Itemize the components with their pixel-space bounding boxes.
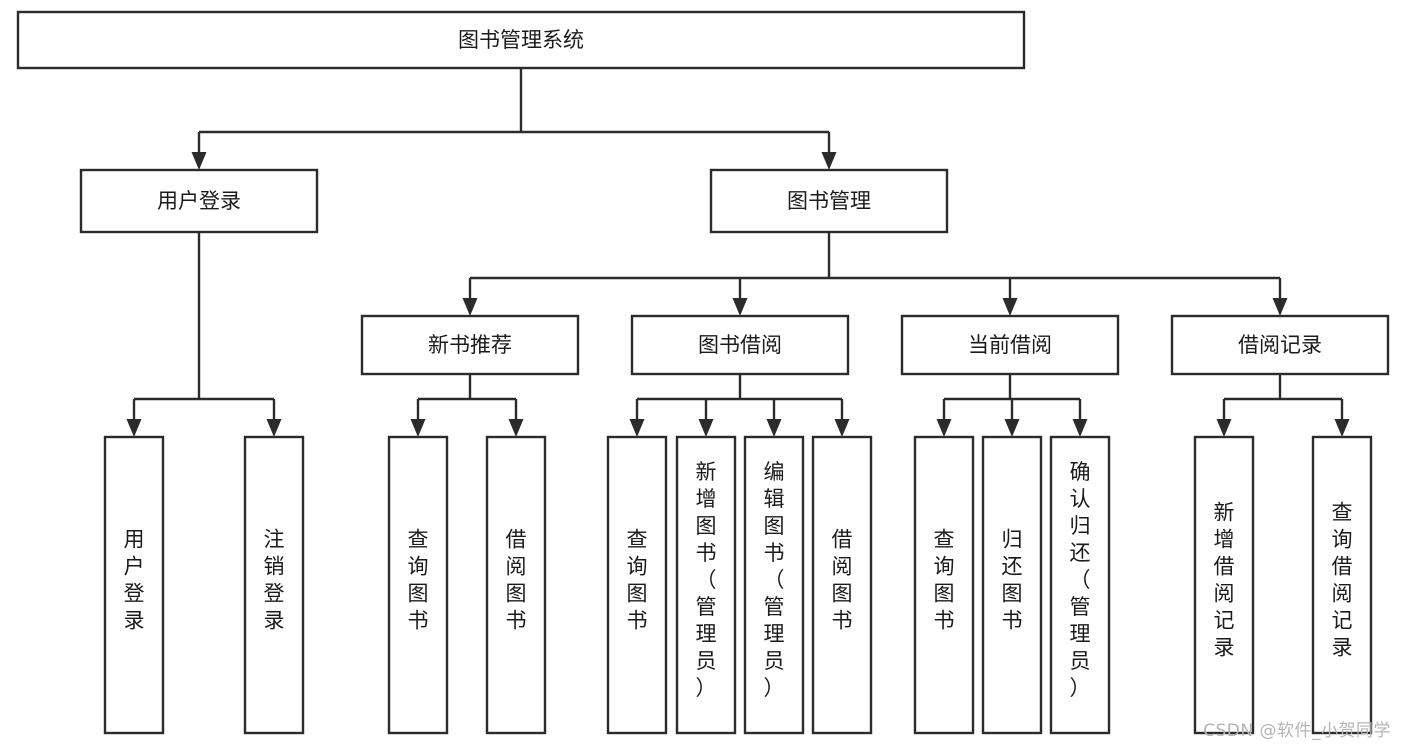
node-leaf-add-record[interactable]: 新增借阅记录 — [1193, 435, 1255, 735]
node-box-current-borrow — [900, 314, 1120, 376]
node-box-root — [16, 10, 1026, 70]
node-label-leaf-add-book: 新增图书（管理员） — [696, 460, 717, 700]
node-label-leaf-query-book-2: 查询图书 — [627, 528, 648, 633]
node-label-current-borrow: 当前借阅 — [968, 333, 1052, 357]
edge-layer — [126, 68, 1350, 437]
node-leaf-query-book-1[interactable]: 查询图书 — [387, 435, 449, 735]
node-box-leaf-query-book-3 — [913, 435, 975, 735]
node-leaf-edit-book[interactable]: 编辑图书（管理员） — [743, 435, 805, 735]
node-label-leaf-query-record: 查询借阅记录 — [1332, 501, 1353, 660]
node-book-manage[interactable]: 图书管理 — [709, 168, 949, 234]
node-label-new-book-recommend: 新书推荐 — [428, 333, 512, 357]
watermark-text: CSDN @软件_小贺同学 — [1203, 721, 1391, 741]
node-leaf-return-book[interactable]: 归还图书 — [981, 435, 1043, 735]
node-box-book-manage — [709, 168, 949, 234]
node-current-borrow[interactable]: 当前借阅 — [900, 314, 1120, 376]
node-box-leaf-add-book — [675, 435, 737, 735]
node-book-borrow[interactable]: 图书借阅 — [630, 314, 850, 376]
node-box-leaf-borrow-book-1 — [485, 435, 547, 735]
node-label-leaf-return-book: 归还图书 — [1002, 528, 1023, 633]
node-box-leaf-query-book-2 — [606, 435, 668, 735]
node-root[interactable]: 图书管理系统 — [16, 10, 1026, 70]
node-label-leaf-borrow-book-1: 借阅图书 — [506, 528, 527, 633]
node-box-leaf-query-book-1 — [387, 435, 449, 735]
node-box-borrow-record — [1170, 314, 1390, 376]
node-leaf-confirm-return[interactable]: 确认归还（管理员） — [1049, 435, 1111, 735]
node-box-leaf-confirm-return — [1049, 435, 1111, 735]
node-leaf-borrow-book-1[interactable]: 借阅图书 — [485, 435, 547, 735]
node-label-leaf-user-login: 用户登录 — [124, 528, 145, 633]
node-label-leaf-query-book-1: 查询图书 — [408, 528, 429, 633]
node-new-book-recommend[interactable]: 新书推荐 — [360, 314, 580, 376]
node-leaf-query-record[interactable]: 查询借阅记录 — [1311, 435, 1373, 735]
node-label-book-borrow: 图书借阅 — [698, 333, 782, 357]
node-box-book-borrow — [630, 314, 850, 376]
node-box-leaf-edit-book — [743, 435, 805, 735]
node-label-leaf-confirm-return: 确认归还（管理员） — [1070, 460, 1091, 700]
node-label-user-login: 用户登录 — [157, 189, 241, 213]
node-box-leaf-user-login — [103, 435, 165, 735]
node-leaf-borrow-book-2[interactable]: 借阅图书 — [811, 435, 873, 735]
node-box-new-book-recommend — [360, 314, 580, 376]
node-box-leaf-logout — [243, 435, 305, 735]
node-user-login[interactable]: 用户登录 — [79, 168, 319, 234]
node-leaf-query-book-3[interactable]: 查询图书 — [913, 435, 975, 735]
node-label-book-manage: 图书管理 — [787, 189, 871, 213]
node-box-leaf-query-record — [1311, 435, 1373, 735]
node-label-leaf-edit-book: 编辑图书（管理员） — [764, 460, 785, 700]
node-label-root: 图书管理系统 — [458, 28, 584, 52]
node-box-user-login — [79, 168, 319, 234]
node-box-leaf-return-book — [981, 435, 1043, 735]
node-leaf-add-book[interactable]: 新增图书（管理员） — [675, 435, 737, 735]
node-leaf-logout[interactable]: 注销登录 — [243, 435, 305, 735]
node-leaf-user-login[interactable]: 用户登录 — [103, 435, 165, 735]
node-borrow-record[interactable]: 借阅记录 — [1170, 314, 1390, 376]
node-leaf-query-book-2[interactable]: 查询图书 — [606, 435, 668, 735]
node-label-leaf-borrow-book-2: 借阅图书 — [832, 528, 853, 633]
node-layer: 图书管理系统用户登录图书管理新书推荐图书借阅当前借阅借阅记录用户登录注销登录查询… — [16, 10, 1390, 735]
node-label-leaf-query-book-3: 查询图书 — [934, 528, 955, 633]
node-box-leaf-add-record — [1193, 435, 1255, 735]
node-label-leaf-logout: 注销登录 — [264, 528, 285, 633]
node-box-leaf-borrow-book-2 — [811, 435, 873, 735]
node-label-borrow-record: 借阅记录 — [1238, 333, 1322, 357]
node-label-leaf-add-record: 新增借阅记录 — [1214, 501, 1235, 660]
